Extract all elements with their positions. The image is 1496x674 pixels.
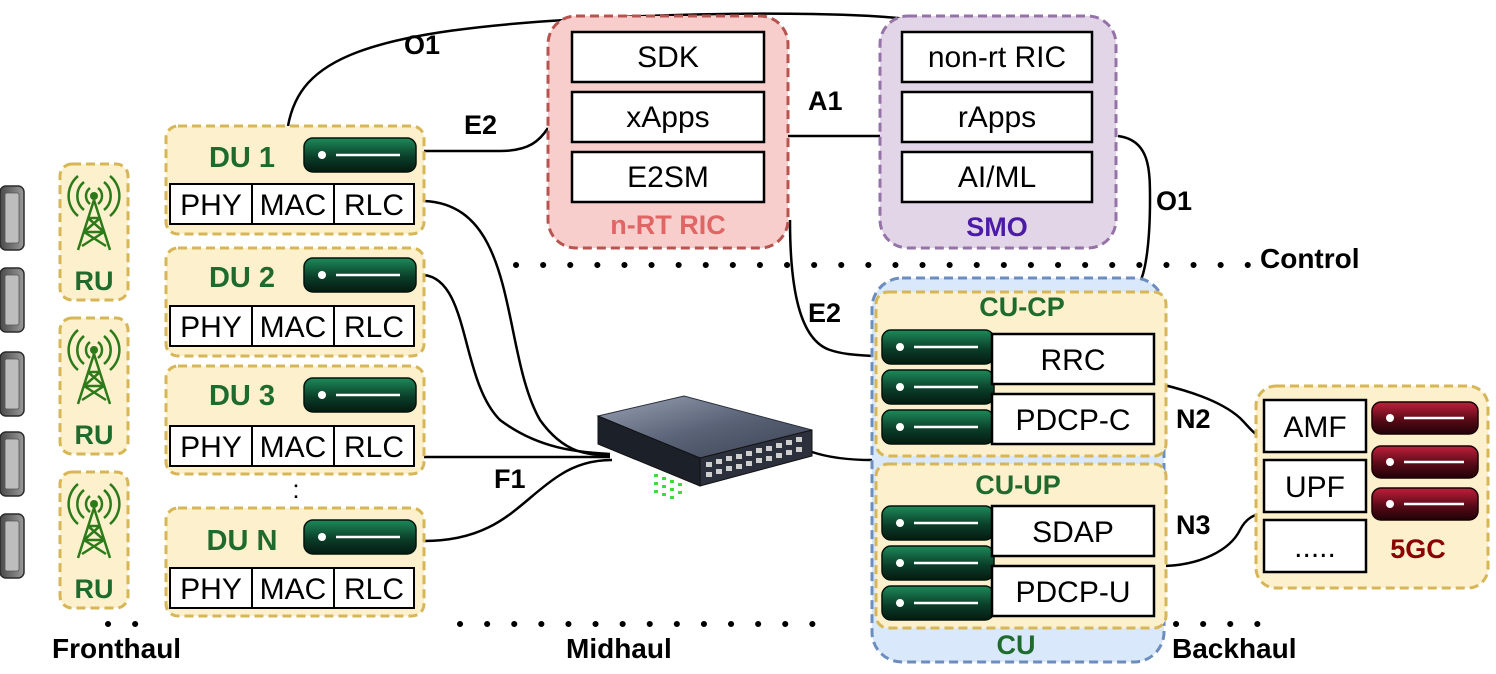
- server-icon: [880, 544, 996, 582]
- o1-label-right: O1: [1156, 186, 1192, 216]
- section-dividers: [105, 262, 1261, 627]
- phone-icon: [0, 513, 25, 579]
- cu-up: CU-UP SDAP PDCP-U: [874, 462, 1168, 630]
- du-layer-rlc: RLC: [344, 573, 404, 606]
- ric-item-xapps: xApps: [626, 101, 709, 134]
- n3-label: N3: [1176, 510, 1211, 540]
- smo-item-aiml: AI/ML: [958, 161, 1036, 194]
- phone-icon: [0, 431, 25, 497]
- phone-icon: [0, 351, 25, 417]
- backhaul-label: Backhaul: [1172, 633, 1297, 664]
- server-icon: [302, 518, 418, 556]
- du-layer-mac: MAC: [260, 573, 327, 606]
- e2-link-du1-ric: [424, 127, 550, 153]
- du-layer-phy: PHY: [180, 573, 242, 606]
- f1-link-du2: [423, 273, 611, 456]
- du-layer-mac: MAC: [260, 189, 327, 222]
- server-icon: [302, 376, 418, 414]
- cu-cp-title: CU-CP: [979, 292, 1065, 322]
- du-2: DU 2 PHY MAC RLC: [164, 246, 426, 358]
- ru-label: RU: [75, 574, 114, 604]
- f1-link-dun: [423, 458, 613, 543]
- du-layer-phy: PHY: [180, 311, 242, 344]
- du-title: DU 3: [209, 380, 275, 412]
- cu-cp-item-pdcpc: PDCP-C: [1015, 404, 1130, 437]
- smo-item-nonrt-ric: non-rt RIC: [928, 41, 1066, 74]
- network-switch-icon: [596, 395, 813, 499]
- server-icon: [1370, 444, 1480, 480]
- cu-cp-item-rrc: RRC: [1041, 344, 1106, 377]
- server-icon: [302, 136, 418, 174]
- ru-label: RU: [75, 266, 114, 296]
- o1-label-top: O1: [404, 30, 440, 60]
- control-label: Control: [1260, 243, 1360, 274]
- core-title: 5GC: [1390, 534, 1446, 564]
- du-layer-rlc: RLC: [344, 189, 404, 222]
- server-icon: [1370, 486, 1480, 522]
- switch-link-cu: [811, 450, 873, 462]
- phone-icon: [0, 267, 25, 333]
- e2-label-cu: E2: [808, 298, 841, 328]
- du-title: DU N: [207, 525, 278, 557]
- core-item-more: .....: [1294, 531, 1336, 564]
- user-equipment: [0, 185, 25, 579]
- du-1: DU 1 PHY MAC RLC: [164, 124, 426, 236]
- server-icon: [1370, 400, 1480, 436]
- smo-item-rapps: rApps: [958, 101, 1036, 134]
- server-icon: [880, 504, 996, 542]
- n2-label: N2: [1176, 404, 1211, 434]
- ric-item-sdk: SDK: [637, 41, 699, 74]
- o1-link-smo-cu: [1117, 134, 1152, 283]
- cu-up-item-sdap: SDAP: [1032, 516, 1114, 549]
- du-layer-rlc: RLC: [344, 431, 404, 464]
- radio-units: RU RU RU: [58, 162, 130, 610]
- smo: non-rt RIC rApps AI/ML SMO: [878, 14, 1118, 250]
- du-layer-mac: MAC: [260, 311, 327, 344]
- du-title: DU 2: [209, 262, 275, 294]
- core-item-amf: AMF: [1283, 411, 1346, 444]
- core-5gc: AMF UPF ..... 5GC: [1254, 384, 1490, 590]
- cu-title: CU: [997, 630, 1036, 660]
- du-layer-phy: PHY: [180, 431, 242, 464]
- ric-item-e2sm: E2SM: [627, 161, 709, 194]
- phone-icon: [0, 185, 25, 251]
- smo-title: SMO: [966, 212, 1028, 242]
- cu-cp: CU-CP RRC PDCP-C: [874, 290, 1168, 458]
- ru-label: RU: [75, 420, 114, 450]
- du-n: DU N PHY MAC RLC: [164, 506, 426, 618]
- cu-up-item-pdcpu: PDCP-U: [1015, 576, 1130, 609]
- du-layer-phy: PHY: [180, 189, 242, 222]
- section-labels: Control Fronthaul Midhaul Backhaul: [52, 243, 1360, 664]
- du-layer-mac: MAC: [260, 431, 327, 464]
- server-icon: [880, 368, 996, 406]
- e2-label-du: E2: [464, 110, 497, 140]
- server-icon: [880, 328, 996, 366]
- fronthaul-label: Fronthaul: [52, 633, 181, 664]
- core-item-upf: UPF: [1285, 471, 1345, 504]
- du-layer-rlc: RLC: [344, 311, 404, 344]
- nrt-ric: SDK xApps E2SM n-RT RIC: [546, 14, 790, 250]
- du-title: DU 1: [209, 142, 275, 174]
- cu: CU-CP RRC PDCP-C CU-UP SDAP PDCP-U CU: [870, 276, 1168, 664]
- cu-up-title: CU-UP: [975, 470, 1061, 500]
- a1-label: A1: [808, 86, 843, 116]
- du-3: DU 3 PHY MAC RLC: [164, 364, 426, 476]
- interface-labels: O1 E2 A1 O1 E2 F1 N2 N3: [404, 30, 1211, 540]
- midhaul-label: Midhaul: [566, 633, 672, 664]
- server-icon: [880, 584, 996, 622]
- server-icon: [880, 408, 996, 446]
- server-icon: [302, 256, 418, 294]
- e2-link-ric-cucp: [788, 219, 873, 358]
- du-ellipsis: :: [292, 474, 299, 504]
- ric-title: n-RT RIC: [610, 210, 725, 240]
- f1-label: F1: [494, 464, 526, 494]
